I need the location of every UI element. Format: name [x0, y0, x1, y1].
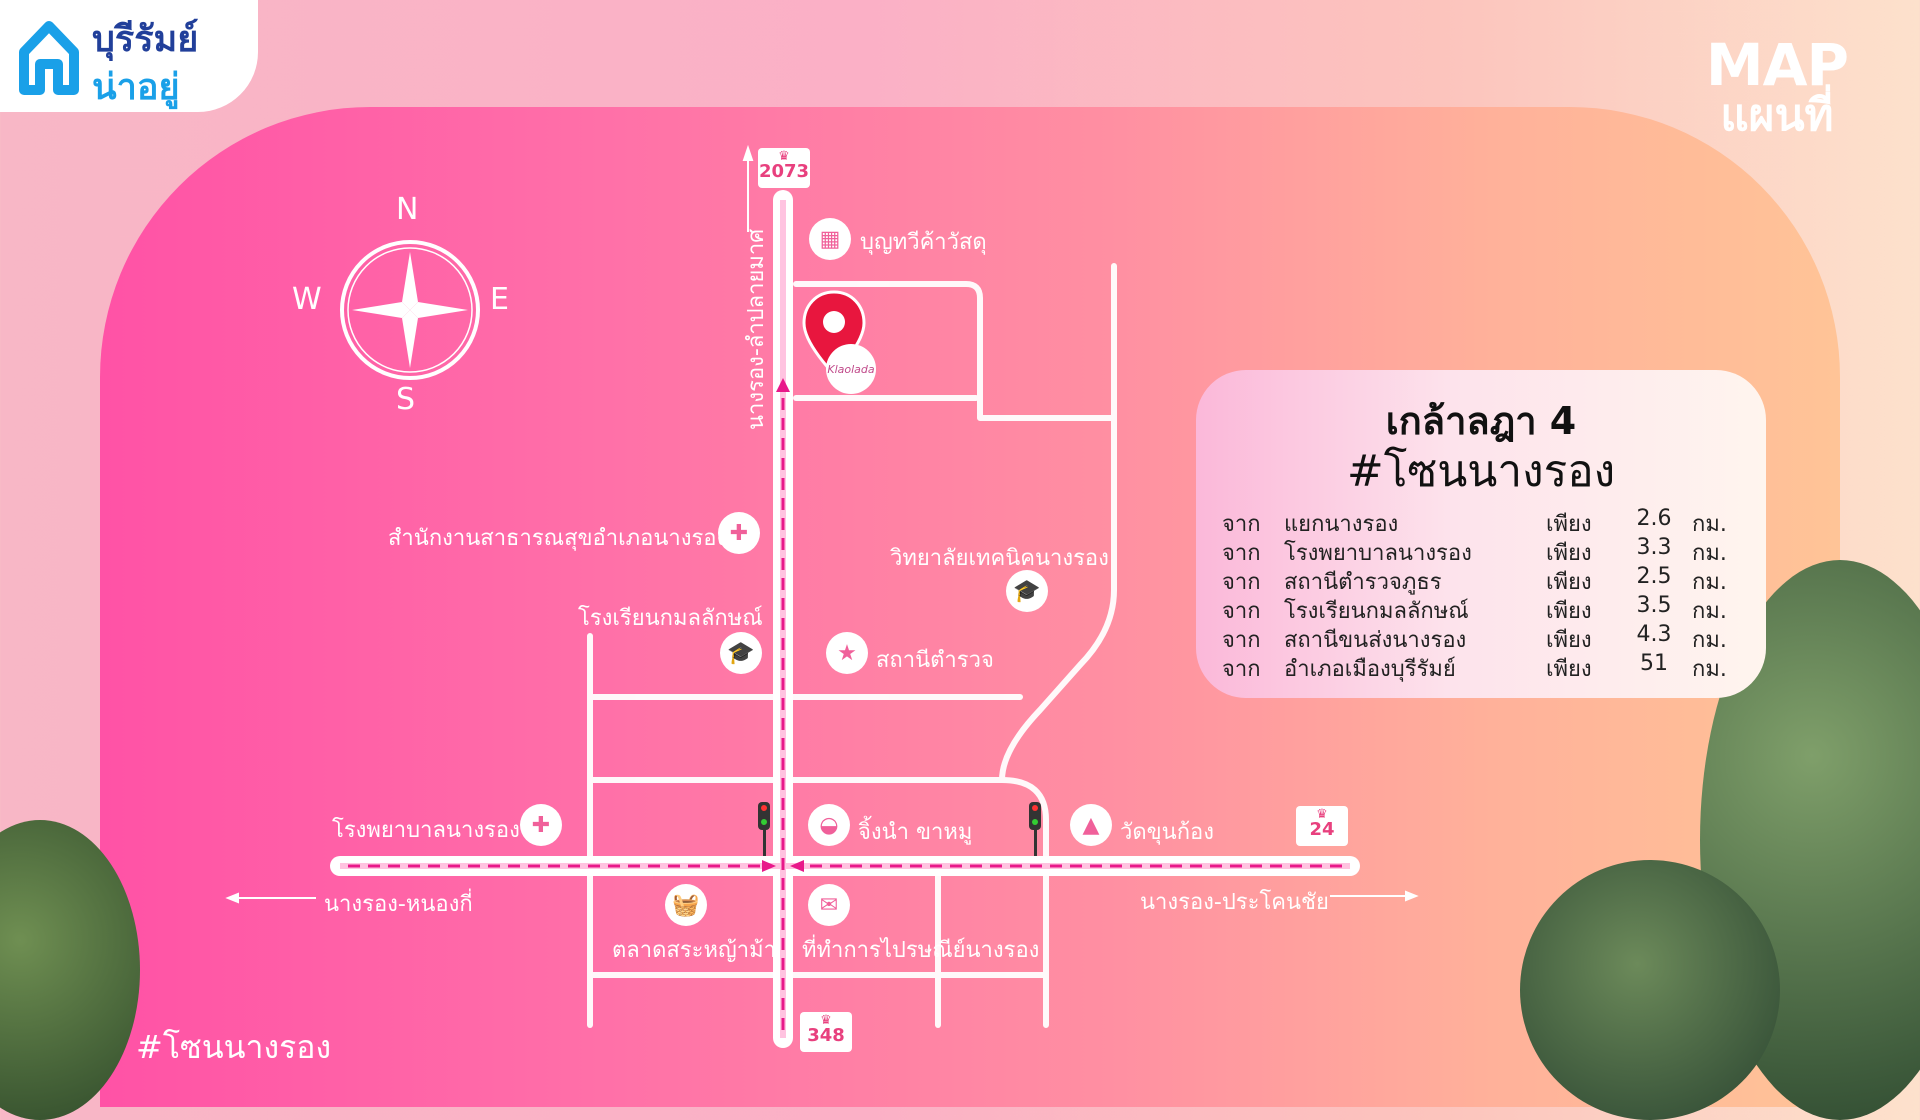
compass-w: W: [292, 282, 322, 317]
distance-row: จาก อำเภอเมืองบุรีรัมย์ เพียง 51 กม.: [1222, 651, 1742, 682]
zone-hashtag: #โซนนางรอง: [136, 1028, 332, 1066]
road-label-north: นางรอง-ลำปลายมาศ: [744, 228, 769, 430]
distance-unit: กม.: [1692, 541, 1727, 566]
highway-shield-north: ♛2073: [758, 148, 810, 188]
map-tag: MAP แผนที่: [1705, 31, 1849, 141]
project-subtitle: #โซนนางรอง: [1346, 446, 1616, 497]
hwy-east-number: 24: [1309, 819, 1335, 840]
traffic-light-icon: [758, 802, 770, 830]
brand-line2: น่าอยู่: [92, 67, 180, 108]
distance-list: จาก แยกนางรอง เพียง 2.6 กม. จาก โรงพยาบา…: [1222, 506, 1742, 682]
distance-value: 3.3: [1636, 535, 1672, 560]
road-label-west: นางรอง-หนองกี่: [324, 892, 473, 917]
poi-label-post-office: ที่ทำการไปรษณีย์นางรอง: [802, 938, 1040, 963]
health-office-icon[interactable]: ✚: [718, 512, 760, 554]
garuda-icon: ♛: [1316, 807, 1328, 822]
from-label: จาก: [1222, 628, 1261, 653]
brand-logo[interactable]: บุรีรัมย์ น่าอยู่: [0, 0, 258, 112]
map-tag-th: แผนที่: [1720, 90, 1834, 141]
poi-label-market: ตลาดสระหญ้าม้า: [612, 938, 776, 963]
garuda-icon: ♛: [778, 149, 790, 164]
place-name: สถานีตำรวจภูธร: [1284, 570, 1442, 595]
traffic-light-pole: [763, 826, 766, 856]
place-name: สถานีขนส่งนางรอง: [1284, 628, 1467, 653]
poi-label-school: โรงเรียนกมลลักษณ์: [578, 606, 763, 631]
poi-label-hospital: โรงพยาบาลนางรอง: [332, 818, 520, 843]
garuda-icon: ♛: [820, 1013, 832, 1028]
only-label: เพียง: [1546, 570, 1592, 595]
poi-label-tech-college: วิทยาลัยเทคนิคนางรอง: [890, 546, 1109, 571]
compass-n: N: [396, 192, 419, 227]
distance-value: 2.5: [1636, 564, 1672, 589]
distance-value: 3.5: [1636, 593, 1672, 618]
only-label: เพียง: [1546, 628, 1592, 653]
from-label: จาก: [1222, 541, 1261, 566]
road-label-east: นางรอง-ประโคนชัย: [1140, 890, 1329, 915]
house-icon: [19, 21, 79, 95]
from-label: จาก: [1222, 512, 1261, 537]
traffic-light-pole: [1034, 826, 1037, 856]
highway-shield-south: ♛348: [800, 1012, 852, 1052]
distance-row: จาก แยกนางรอง เพียง 2.6 กม.: [1222, 506, 1742, 537]
only-label: เพียง: [1546, 512, 1592, 537]
poi-label-restaurant: จิ้งนำ ขาหมู: [858, 820, 973, 845]
compass-e: E: [490, 282, 509, 317]
compass-s: S: [396, 382, 416, 417]
poi-label-store: บุญทวีค้าวัสดุ: [860, 230, 987, 255]
distance-info-card: เกล้าลฎา 4 #โซนนางรอง จาก แยกนางรอง เพีย…: [1196, 370, 1766, 698]
distance-row: จาก สถานีขนส่งนางรอง เพียง 4.3 กม.: [1222, 622, 1742, 653]
distance-row: จาก สถานีตำรวจภูธร เพียง 2.5 กม.: [1222, 564, 1742, 595]
from-label: จาก: [1222, 599, 1261, 624]
only-label: เพียง: [1546, 599, 1592, 624]
police-badge-icon[interactable]: ★: [826, 632, 868, 674]
post-office-icon[interactable]: ✉: [808, 884, 850, 926]
road-network: [340, 200, 1350, 1038]
distance-value: 4.3: [1636, 622, 1672, 647]
poi-label-temple: วัดขุนก้อง: [1120, 820, 1214, 845]
graduation-cap-icon[interactable]: 🎓: [1006, 570, 1048, 612]
distance-value: 2.6: [1636, 506, 1672, 531]
distance-row: จาก โรงพยาบาลนางรอง เพียง 3.3 กม.: [1222, 535, 1742, 566]
compass-icon: [340, 240, 480, 380]
store-icon[interactable]: ▦: [809, 218, 851, 260]
hwy-south-number: 348: [807, 1025, 845, 1046]
distance-unit: กม.: [1692, 512, 1727, 537]
from-label: จาก: [1222, 570, 1261, 595]
from-label: จาก: [1222, 657, 1261, 682]
distance-unit: กม.: [1692, 570, 1727, 595]
place-name: แยกนางรอง: [1284, 512, 1399, 537]
traffic-light-icon: [1029, 802, 1041, 830]
highway-shield-east: ♛24: [1296, 806, 1348, 846]
place-name: โรงเรียนกมลลักษณ์: [1284, 599, 1469, 624]
distance-unit: กม.: [1692, 628, 1727, 653]
bush-right-low: [1520, 860, 1780, 1120]
distance-row: จาก โรงเรียนกมลลักษณ์ เพียง 3.5 กม.: [1222, 593, 1742, 624]
distance-value: 51: [1640, 651, 1668, 676]
food-icon[interactable]: ◒: [808, 804, 850, 846]
only-label: เพียง: [1546, 657, 1592, 682]
place-name: โรงพยาบาลนางรอง: [1284, 541, 1472, 566]
graduation-cap-icon[interactable]: 🎓: [720, 632, 762, 674]
distance-unit: กม.: [1692, 599, 1727, 624]
hwy-north-number: 2073: [758, 161, 810, 182]
poi-label-health-office: สำนักงานสาธารณสุขอำเภอนางรอง: [388, 526, 728, 551]
project-badge: Klaolada: [826, 344, 876, 394]
brand-line1: บุรีรัมย์: [92, 19, 199, 60]
project-title: เกล้าลฎา 4: [1385, 399, 1577, 443]
temple-icon[interactable]: ▲: [1070, 804, 1112, 846]
distance-unit: กม.: [1692, 657, 1727, 682]
poi-label-police: สถานีตำรวจ: [876, 648, 994, 673]
map-tag-en: MAP: [1705, 31, 1849, 99]
hospital-icon[interactable]: ✚: [520, 804, 562, 846]
only-label: เพียง: [1546, 541, 1592, 566]
basket-icon[interactable]: 🧺: [665, 884, 707, 926]
place-name: อำเภอเมืองบุรีรัมย์: [1284, 657, 1456, 682]
